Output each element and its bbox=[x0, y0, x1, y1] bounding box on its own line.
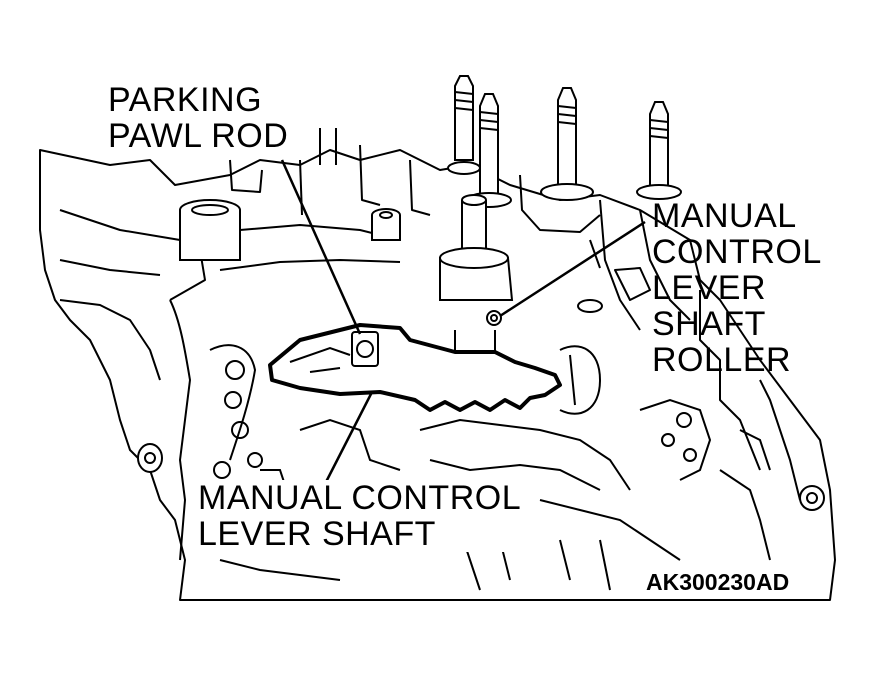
label-line: SHAFT bbox=[652, 305, 766, 343]
label-parking-pawl-rod: PARKING PAWL ROD bbox=[108, 82, 288, 154]
label-manual-control-lever-shaft-roller: MANUAL CONTROL LEVER SHAFT ROLLER bbox=[652, 198, 822, 378]
detent-plate-details bbox=[289, 331, 379, 373]
leader-lever-shaft bbox=[324, 391, 374, 483]
lever-shaft bbox=[439, 194, 514, 361]
label-line: PAWL ROD bbox=[108, 117, 289, 155]
detent-plate bbox=[268, 323, 562, 412]
label-line: ROLLER bbox=[652, 341, 792, 379]
leader-parking-pawl-rod bbox=[280, 159, 362, 335]
stud-bolts bbox=[447, 75, 682, 208]
label-line: MANUAL bbox=[652, 197, 797, 235]
leader-lever-shaft-roller bbox=[499, 220, 646, 318]
label-line: MANUAL CONTROL bbox=[198, 479, 522, 517]
label-line: LEVER SHAFT bbox=[198, 515, 436, 553]
case-bosses bbox=[137, 199, 825, 511]
label-line: CONTROL bbox=[652, 233, 822, 271]
label-line: LEVER bbox=[652, 269, 766, 307]
label-line: PARKING bbox=[108, 81, 263, 119]
leader-lines bbox=[280, 159, 646, 483]
label-manual-control-lever-shaft: MANUAL CONTROL LEVER SHAFT bbox=[198, 479, 522, 553]
figure-code: AK300230AD bbox=[646, 569, 790, 595]
